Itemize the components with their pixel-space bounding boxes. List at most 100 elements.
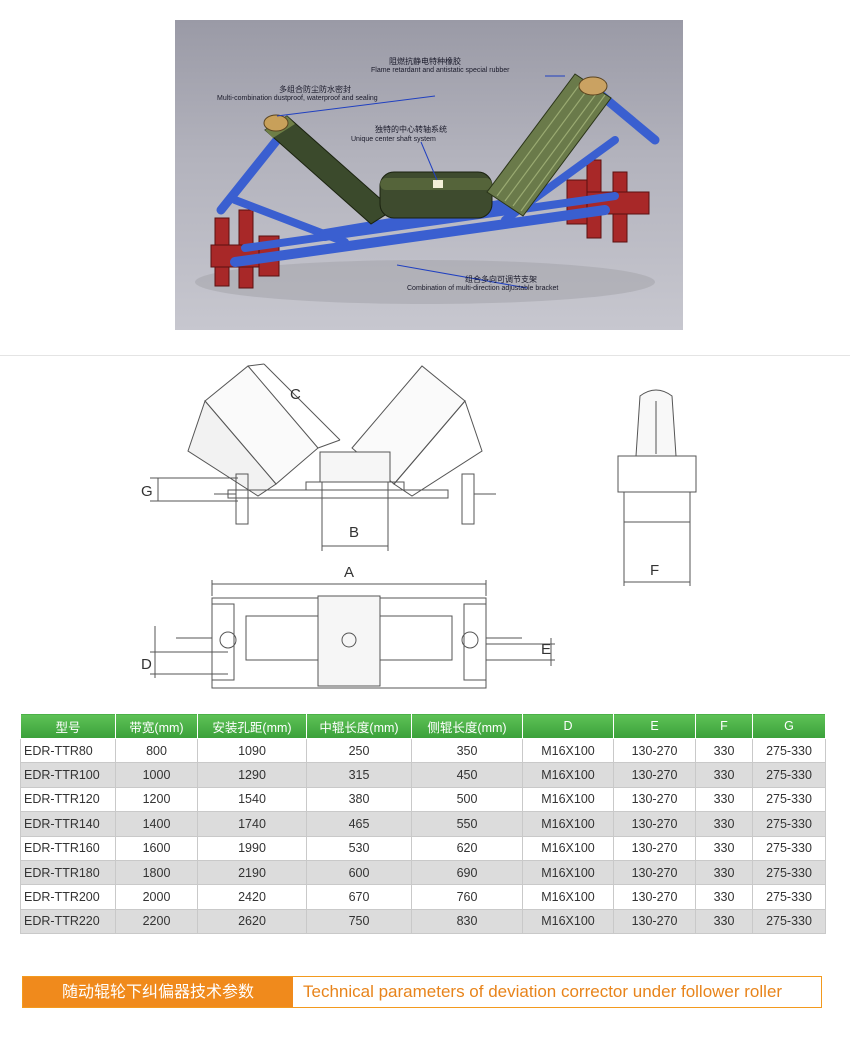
table-row: EDR-TTR140 1400 1740 465 550 M16X100 130… [20, 811, 826, 837]
cell: M16X100 [522, 908, 614, 935]
cell: 620 [411, 835, 523, 861]
cell: 275-330 [752, 884, 826, 910]
cell: 130-270 [613, 835, 696, 861]
header-side-roller-length: 侧辊长度(mm) [411, 713, 523, 739]
callout-sealing-en: Multi-combination dustproof, waterproof … [217, 95, 378, 102]
header-f: F [695, 713, 753, 739]
cell: 450 [411, 762, 523, 788]
cell: 275-330 [752, 737, 826, 764]
table-row: EDR-TTR200 2000 2420 670 760 M16X100 130… [20, 884, 826, 910]
cell: 275-330 [752, 835, 826, 861]
cell: 330 [695, 835, 753, 861]
cell: 275-330 [752, 811, 826, 837]
cell: 250 [306, 737, 412, 764]
cell: 130-270 [613, 737, 696, 764]
cell: 130-270 [613, 859, 696, 886]
cell-model: EDR-TTR120 [20, 786, 116, 813]
header-hole-spacing: 安装孔距(mm) [197, 713, 307, 739]
cell: M16X100 [522, 859, 614, 886]
cell: 350 [411, 737, 523, 764]
dimension-f-label: F [650, 562, 660, 579]
idler-render-illustration [195, 73, 660, 304]
cell: 830 [411, 908, 523, 935]
cell: 275-330 [752, 786, 826, 813]
header-d: D [522, 713, 614, 739]
cell: 1090 [197, 737, 307, 764]
cell: 465 [306, 811, 412, 837]
callout-bracket-cn: 组合多向可调节支架 [465, 275, 537, 284]
dimension-c-label: C [290, 386, 301, 403]
cell: 330 [695, 786, 753, 813]
callout-bracket-en: Combination of multi-direction adjustabl… [407, 285, 559, 292]
cell: 1200 [115, 786, 198, 813]
cell-model: EDR-TTR160 [20, 835, 116, 861]
cell: 1740 [197, 811, 307, 837]
product-render: 阻燃抗静电特种橡胶 Flame retardant and antistatic… [175, 20, 683, 330]
cell: 2200 [115, 908, 198, 935]
cell: 130-270 [613, 786, 696, 813]
caption-title-en: Technical parameters of deviation correc… [303, 982, 783, 1001]
cell: 2420 [197, 884, 307, 910]
dimension-e-label: E [541, 641, 552, 658]
header-model: 型号 [20, 713, 116, 739]
spec-table: 型号 带宽(mm) 安装孔距(mm) 中辊长度(mm) 侧辊长度(mm) D E… [20, 713, 826, 935]
header-e: E [613, 713, 696, 739]
table-row: EDR-TTR120 1200 1540 380 500 M16X100 130… [20, 786, 826, 813]
table-row: EDR-TTR80 800 1090 250 350 M16X100 130-2… [20, 737, 826, 764]
dimension-g-label: G [141, 483, 153, 500]
cell-model: EDR-TTR200 [20, 884, 116, 910]
cell: 130-270 [613, 811, 696, 837]
cell: 2620 [197, 908, 307, 935]
table-header-row: 型号 带宽(mm) 安装孔距(mm) 中辊长度(mm) 侧辊长度(mm) D E… [20, 713, 826, 739]
cell: 275-330 [752, 908, 826, 935]
table-row: EDR-TTR180 1800 2190 600 690 M16X100 130… [20, 859, 826, 886]
section-divider [0, 355, 850, 356]
table-row: EDR-TTR100 1000 1290 315 450 M16X100 130… [20, 762, 826, 788]
drawing-lines [150, 363, 697, 689]
cell: 690 [411, 859, 523, 886]
cell: 800 [115, 737, 198, 764]
cell: 670 [306, 884, 412, 910]
cell: 275-330 [752, 762, 826, 788]
right-roller [486, 73, 612, 217]
cell: 130-270 [613, 762, 696, 788]
cell-model: EDR-TTR180 [20, 859, 116, 886]
table-row: EDR-TTR160 1600 1990 530 620 M16X100 130… [20, 835, 826, 861]
caption-banner: 随动辊轮下纠偏器技术参数 Technical parameters of dev… [22, 976, 822, 1008]
cell: M16X100 [522, 737, 614, 764]
cell: 330 [695, 884, 753, 910]
cell: 2190 [197, 859, 307, 886]
cell: 760 [411, 884, 523, 910]
cell: 550 [411, 811, 523, 837]
cell: 1990 [197, 835, 307, 861]
cell-model: EDR-TTR80 [20, 737, 116, 764]
cell: 330 [695, 737, 753, 764]
callout-rubber-en: Flame retardant and antistatic special r… [371, 67, 510, 74]
cell: 330 [695, 859, 753, 886]
cell: 750 [306, 908, 412, 935]
cell: 315 [306, 762, 412, 788]
callout-shaft-en: Unique center shaft system [351, 136, 436, 143]
cell: 530 [306, 835, 412, 861]
cell: M16X100 [522, 811, 614, 837]
cell-model: EDR-TTR220 [20, 908, 116, 935]
cell: 330 [695, 811, 753, 837]
cell: 1290 [197, 762, 307, 788]
cell: 380 [306, 786, 412, 813]
callout-sealing-cn: 多组合防尘防水密封 [279, 85, 351, 94]
cell: 130-270 [613, 884, 696, 910]
table-row: EDR-TTR220 2200 2620 750 830 M16X100 130… [20, 908, 826, 935]
technical-drawings: C G B F A D E [0, 356, 850, 706]
cell: 1600 [115, 835, 198, 861]
header-belt-width: 带宽(mm) [115, 713, 198, 739]
cell: 130-270 [613, 908, 696, 935]
cell: 1000 [115, 762, 198, 788]
cell: 500 [411, 786, 523, 813]
callout-rubber-cn: 阻燃抗静电特种橡胶 [389, 57, 461, 66]
header-g: G [752, 713, 826, 739]
cell: 1540 [197, 786, 307, 813]
dimension-a-label: A [344, 564, 355, 581]
cell: M16X100 [522, 786, 614, 813]
cell: M16X100 [522, 835, 614, 861]
header-center-roller-length: 中辊长度(mm) [306, 713, 412, 739]
